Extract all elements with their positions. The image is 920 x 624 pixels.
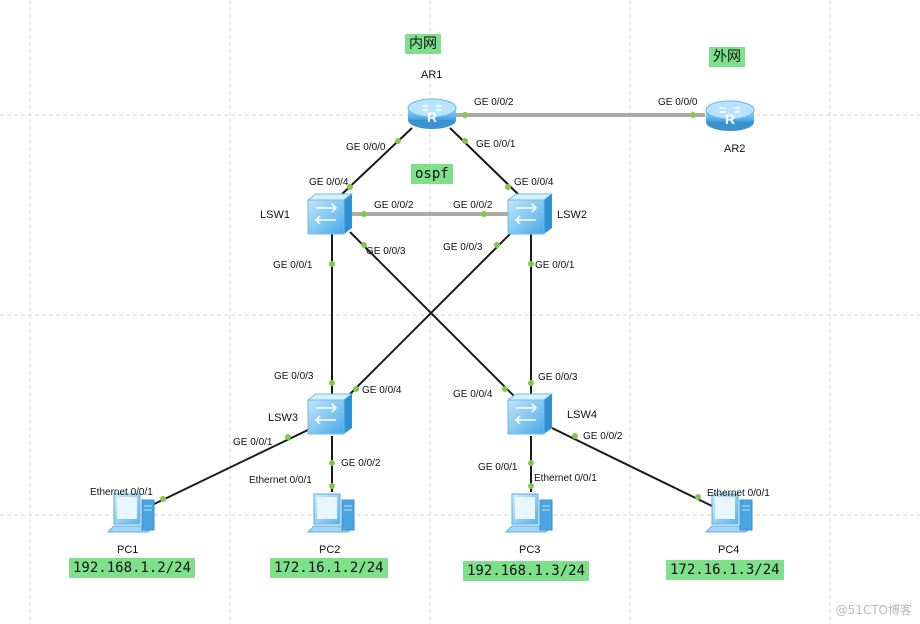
port-label: GE 0/0/2 <box>341 458 381 469</box>
router-ar1-icon[interactable] <box>407 98 457 130</box>
device-label-lsw3: LSW3 <box>268 412 298 424</box>
port-label: GE 0/0/0 <box>346 142 386 153</box>
ip-tag-pc4: 172.16.1.3/24 <box>666 560 784 580</box>
device-label-ar2: AR2 <box>724 143 745 155</box>
port-label: GE 0/0/3 <box>366 246 406 257</box>
port-label: GE 0/0/3 <box>538 372 578 383</box>
port-label: Ethernet 0/0/1 <box>534 473 597 484</box>
port-label: GE 0/0/2 <box>374 200 414 211</box>
ip-tag-pc3: 192.168.1.3/24 <box>463 561 590 581</box>
device-label-lsw2: LSW2 <box>557 209 587 221</box>
router-ar2-icon[interactable] <box>705 100 755 132</box>
port-label: GE 0/0/4 <box>309 177 349 188</box>
port-label: GE 0/0/1 <box>273 260 313 271</box>
port-label: GE 0/0/3 <box>443 242 483 253</box>
port-label: GE 0/0/1 <box>535 260 575 271</box>
watermark: @51CTO博客 <box>835 603 912 617</box>
port-label: GE 0/0/2 <box>583 431 623 442</box>
device-label-pc1: PC1 <box>117 544 138 556</box>
port-label: GE 0/0/0 <box>658 97 698 108</box>
zone-tag-outer: 外网 <box>709 47 745 67</box>
port-label: GE 0/0/1 <box>478 462 518 473</box>
link-lsw4-pc4 <box>551 427 713 507</box>
port-label: GE 0/0/2 <box>474 97 514 108</box>
pc4-icon[interactable] <box>705 493 753 533</box>
pc2-icon[interactable] <box>307 493 355 533</box>
link-lsw2-lsw3 <box>343 231 513 401</box>
device-label-lsw4: LSW4 <box>567 409 597 421</box>
port-label: Ethernet 0/0/1 <box>707 488 770 499</box>
ip-tag-pc1: 192.168.1.2/24 <box>69 558 196 578</box>
device-label-lsw1: LSW1 <box>260 209 290 221</box>
switch-lsw2-icon[interactable] <box>507 193 553 235</box>
port-label: Ethernet 0/0/1 <box>249 475 312 486</box>
link-lsw3-pc1 <box>149 427 313 507</box>
protocol-tag: ospf <box>411 164 453 184</box>
port-label: GE 0/0/1 <box>476 139 516 150</box>
device-label-pc2: PC2 <box>319 544 340 556</box>
port-label: Ethernet 0/0/1 <box>90 487 153 498</box>
link-lsw1-lsw4 <box>349 231 519 401</box>
device-label-pc3: PC3 <box>519 544 540 556</box>
device-label-pc4: PC4 <box>718 544 739 556</box>
port-label: GE 0/0/1 <box>233 437 273 448</box>
device-label-ar1: AR1 <box>421 69 442 81</box>
switch-lsw3-icon[interactable] <box>307 393 353 435</box>
port-label: GE 0/0/2 <box>453 200 493 211</box>
switch-lsw1-icon[interactable] <box>307 193 353 235</box>
switch-lsw4-icon[interactable] <box>507 393 553 435</box>
pc1-icon[interactable] <box>107 493 155 533</box>
zone-tag-inner: 内网 <box>405 34 441 54</box>
port-label: GE 0/0/3 <box>274 371 314 382</box>
port-dots <box>160 112 701 502</box>
port-label: GE 0/0/4 <box>453 389 493 400</box>
pc3-icon[interactable] <box>505 493 553 533</box>
ip-tag-pc2: 172.16.1.2/24 <box>270 558 388 578</box>
port-label: GE 0/0/4 <box>514 177 554 188</box>
port-label: GE 0/0/4 <box>362 385 402 396</box>
